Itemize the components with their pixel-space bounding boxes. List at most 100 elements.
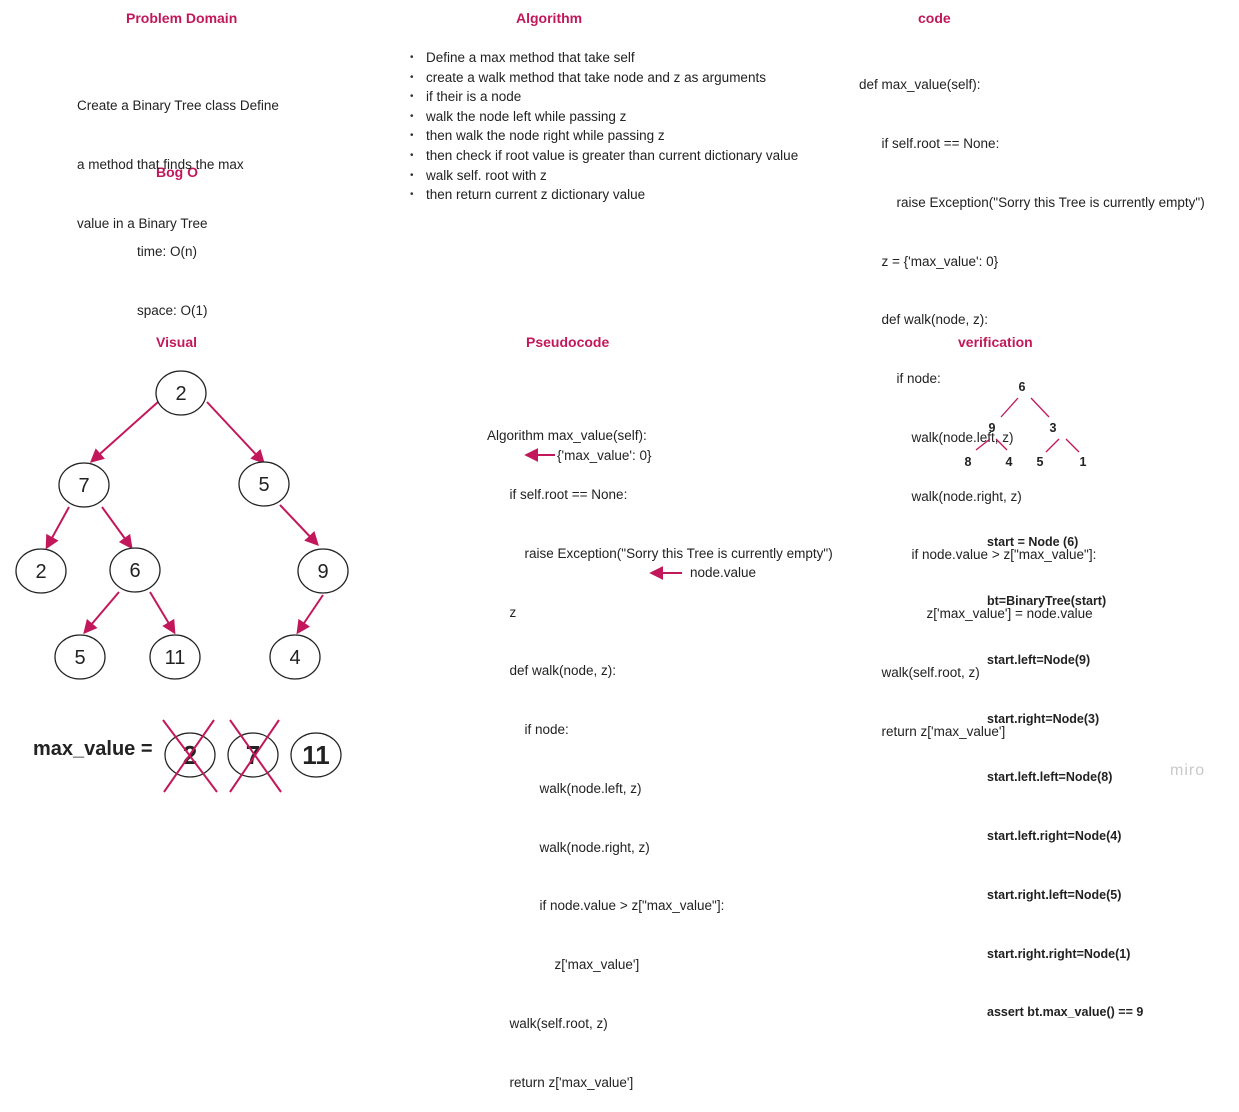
algorithm-list: Define a max method that take self creat… <box>410 48 798 205</box>
tree-node: 4 <box>269 634 321 680</box>
tree-node: 5 <box>238 461 290 507</box>
verification-heading: verification <box>958 334 1033 350</box>
pseudocode-node-value: node.value <box>690 565 757 580</box>
tree-edge <box>1030 397 1050 418</box>
verification-line: start = Node (6) <box>987 535 1079 550</box>
problem-domain-line: value in a Binary Tree <box>77 215 208 231</box>
tree-node-label: 4 <box>289 647 300 669</box>
tree-node-label: 2 <box>35 561 46 583</box>
pseudocode-line: Algorithm max_value(self): <box>487 428 647 444</box>
tree-node-label: 5 <box>74 647 85 669</box>
tree-edge <box>975 438 991 451</box>
tree-node-label: 6 <box>129 560 140 582</box>
code-line: return z['max_value'] <box>859 723 1006 739</box>
verification-line: assert bt.max_value() == 9 <box>987 1005 1144 1020</box>
edge-arrow <box>279 504 319 547</box>
verification-line: bt=BinaryTree(start) <box>987 593 1107 608</box>
tree-node-label: 11 <box>165 647 186 669</box>
edge-arrow <box>149 591 176 635</box>
edge-arrow <box>101 506 133 550</box>
algorithm-step: if their is a node <box>410 87 798 107</box>
tree-edge <box>995 438 1008 451</box>
problem-domain-line: a method that finds the max <box>77 156 244 172</box>
pseudocode-z-value: {'max_value': 0} <box>557 448 652 463</box>
algorithm-step: then walk the node right while passing z <box>410 126 798 146</box>
verification-line: start.right.left=Node(5) <box>987 887 1122 902</box>
edge-arrow <box>206 401 265 465</box>
pseudocode-line: walk(node.left, z) <box>487 780 642 796</box>
pseudocode-line: if node: <box>487 722 569 738</box>
algorithm-step: walk the node left while passing z <box>410 107 798 127</box>
verification-line: start.left.right=Node(4) <box>987 829 1122 844</box>
code-line: raise Exception("Sorry this Tree is curr… <box>859 194 1205 210</box>
verification-tree-nodes: 6 9 3 8 4 5 1 <box>965 380 1087 469</box>
verification-line: start.left=Node(9) <box>987 652 1091 667</box>
big-o-text: time: O(n) space: O(1) <box>137 203 208 340</box>
tree-node-label: 7 <box>78 475 89 497</box>
tree-node: 2 <box>15 548 67 594</box>
code-line: walk(node.right, z) <box>859 488 1022 504</box>
pseudocode-line: if node.value > z["max_value"]: <box>487 898 725 914</box>
tree-node: 11 <box>149 634 201 680</box>
tree-node: 2 <box>155 370 207 416</box>
verification-node: 6 <box>1019 380 1026 394</box>
verification-tree-edges <box>975 397 1080 453</box>
edge-arrow <box>83 591 120 635</box>
pseudocode-line: return z['max_value'] <box>487 1074 634 1090</box>
big-o-space: space: O(1) <box>137 302 208 318</box>
tree-node: 5 <box>54 634 106 680</box>
algorithm-step: then return current z dictionary value <box>410 185 798 205</box>
problem-domain-heading: Problem Domain <box>126 10 238 26</box>
algorithm-step: walk self. root with z <box>410 166 798 186</box>
verification-line: start.right=Node(3) <box>987 711 1100 726</box>
max-value-number: 11 <box>302 740 330 770</box>
code-line: if self.root == None: <box>859 135 1000 151</box>
tree-edge <box>1045 438 1060 453</box>
max-value-label: max_value = <box>33 738 153 760</box>
code-heading: code <box>918 10 951 26</box>
strike-mark <box>229 719 280 793</box>
problem-domain-text: Create a Binary Tree class Define a meth… <box>77 57 279 253</box>
strike-mark <box>163 719 215 793</box>
miro-watermark: miro <box>1170 762 1206 779</box>
edge-arrow <box>45 506 70 550</box>
algorithm-step: Define a max method that take self <box>410 48 798 68</box>
verification-line: start.right.right=Node(1) <box>987 946 1131 961</box>
big-o-time: time: O(n) <box>137 244 198 260</box>
verification-node: 1 <box>1080 455 1087 469</box>
verification-line: start.left.left=Node(8) <box>987 770 1113 785</box>
code-line: walk(node.left, z) <box>859 429 1014 445</box>
code-line: def max_value(self): <box>859 77 981 93</box>
algorithm-step: create a walk method that take node and … <box>410 68 798 88</box>
algorithm-heading: Algorithm <box>516 10 583 26</box>
verification-node: 8 <box>965 455 972 469</box>
code-line: z['max_value'] = node.value <box>859 606 1093 622</box>
tree-node-label: 5 <box>258 474 269 496</box>
edge-arrow <box>296 594 324 635</box>
code-line: if node: <box>859 371 941 387</box>
visual-heading: Visual <box>156 334 197 350</box>
verification-node: 9 <box>989 421 996 435</box>
max-value-candidate: 7 <box>227 719 282 793</box>
verification-node: 4 <box>1006 455 1013 469</box>
max-value-candidate: 2 <box>162 719 218 793</box>
pseudocode-line: walk(self.root, z) <box>487 1016 608 1031</box>
pseudocode-line: z <box>487 604 517 620</box>
diagram-canvas: 2 7 5 2 6 9 5 11 <box>15 370 1087 793</box>
tree-edge <box>1000 397 1019 418</box>
pseudocode-line: def walk(node, z): <box>487 663 617 679</box>
verification-node: 5 <box>1037 455 1044 469</box>
pseudocode-line: z['max_value'] <box>487 957 640 973</box>
big-o-heading: Bog O <box>156 164 198 180</box>
tree-node: 7 <box>58 462 110 508</box>
tree-node-label: 2 <box>175 383 186 405</box>
tree-node: 6 <box>109 547 161 593</box>
pseudocode-line: walk(node.right, z) <box>487 839 650 855</box>
edge-arrow <box>89 401 159 463</box>
tree-edge <box>1065 438 1080 453</box>
visual-tree-nodes: 2 7 5 2 6 9 5 11 <box>15 370 349 680</box>
pseudocode-line: if self.root == None: <box>487 486 628 502</box>
visual-tree-edges <box>45 401 324 635</box>
pseudocode-line: raise Exception("Sorry this Tree is curr… <box>487 545 833 561</box>
tree-node: 9 <box>297 548 349 594</box>
